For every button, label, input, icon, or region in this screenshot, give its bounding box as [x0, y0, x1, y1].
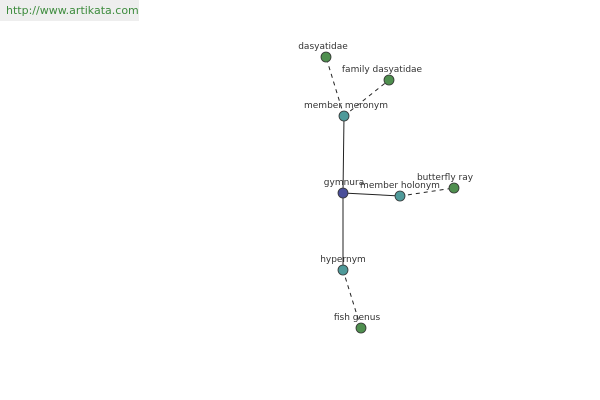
node-fish-genus[interactable]	[355, 322, 367, 334]
node-layer	[320, 51, 460, 334]
node-label-family-dasyatidae: family dasyatidae	[342, 65, 423, 75]
edge-gymnura-to-member-holonym	[342, 192, 401, 197]
node-label-member-meronym: member meronym	[304, 101, 388, 111]
node-label-hypernym: hypernym	[320, 255, 366, 265]
node-dasyatidae[interactable]	[320, 51, 332, 63]
edge-layer	[325, 56, 455, 329]
node-member-meronym[interactable]	[338, 110, 350, 122]
label-layer: gymnura member meronym member holonym hyper…	[298, 42, 474, 323]
edge-member-meronym-to-dasyatidae	[325, 56, 345, 117]
edge-hypernym-to-fish-genus	[342, 269, 362, 329]
node-label-member-holonym: member holonym	[360, 181, 440, 191]
node-label-gymnura: gymnura	[324, 178, 364, 188]
node-label-butterfly-ray: butterfly ray	[417, 173, 474, 183]
node-hypernym[interactable]	[337, 264, 349, 276]
node-gymnura[interactable]	[337, 187, 349, 199]
watermark-link[interactable]: http://www.artikata.com	[0, 0, 139, 21]
node-family-dasyatidae[interactable]	[383, 74, 395, 86]
node-member-holonym[interactable]	[394, 190, 406, 202]
node-label-dasyatidae: dasyatidae	[298, 42, 348, 52]
edge-gymnura-to-member-meronym	[342, 115, 345, 194]
node-butterfly-ray[interactable]	[448, 182, 460, 194]
edge-member-meronym-to-family-dasyatidae	[343, 79, 390, 117]
node-label-fish-genus: fish genus	[334, 313, 381, 323]
edge-member-holonym-to-butterfly-ray	[399, 187, 455, 197]
